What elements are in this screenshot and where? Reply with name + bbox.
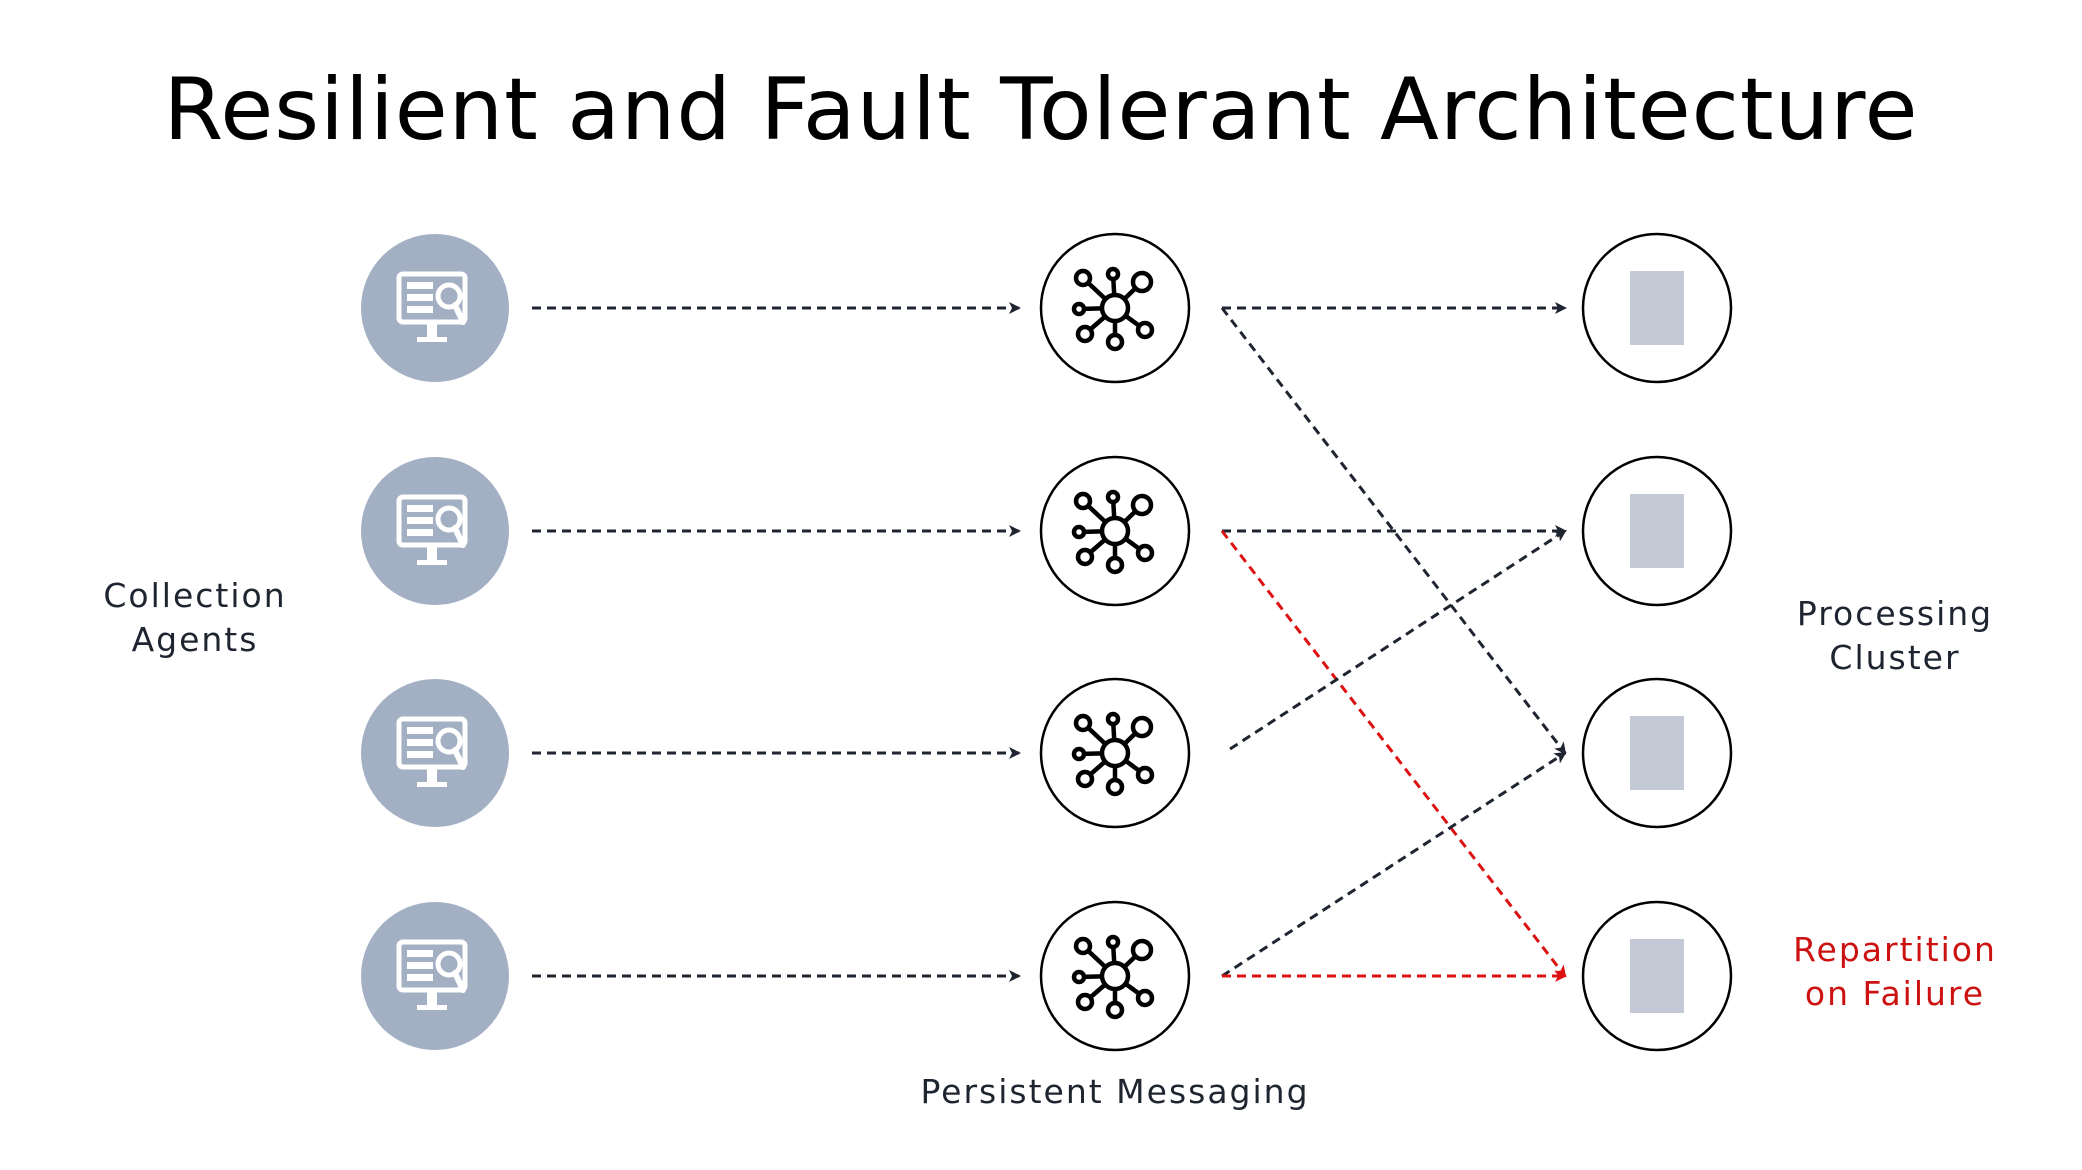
collection-agent-node (361, 457, 509, 605)
repartition-label-line1: Repartition (1793, 930, 1997, 969)
document-block-icon (1630, 939, 1684, 1013)
collection-agent-node (361, 902, 509, 1050)
processing-cluster-label-line2: Cluster (1829, 638, 1961, 677)
flow-arrow (1220, 307, 1567, 755)
processing-cluster-label: Processing Cluster (1775, 592, 2015, 680)
processing-node (1581, 455, 1733, 607)
processing-node (1581, 677, 1733, 829)
agent-circle (361, 902, 509, 1050)
document-block-icon (1630, 716, 1684, 790)
agent-circle (361, 457, 509, 605)
monitor-search-icon (396, 716, 468, 787)
agent-circle (361, 679, 509, 827)
processing-node (1581, 232, 1733, 384)
repartition-label-line2: on Failure (1804, 974, 1986, 1013)
agent-circle (361, 234, 509, 382)
collection-agents-label-line1: Collection (103, 576, 287, 615)
document-block-icon (1630, 271, 1684, 345)
monitor-search-icon (396, 271, 468, 342)
network-hub-icon (1071, 489, 1155, 575)
persistent-messaging-label: Persistent Messaging (920, 1072, 1310, 1111)
collection-agent-node (361, 679, 509, 827)
flow-arrow (1221, 751, 1567, 978)
collection-agent-node (361, 234, 509, 382)
messaging-broker-node (1039, 232, 1191, 384)
messaging-broker-node (1039, 900, 1191, 1052)
flow-arrow (1229, 529, 1567, 751)
collection-agents-label: Collection Agents (80, 574, 310, 662)
failover-arrow (1220, 530, 1567, 978)
network-hub-icon (1071, 711, 1155, 797)
collection-agents-label-line2: Agents (131, 620, 259, 659)
network-hub-icon (1071, 934, 1155, 1020)
messaging-broker-node (1039, 455, 1191, 607)
document-block-icon (1630, 494, 1684, 568)
monitor-search-icon (396, 939, 468, 1010)
processing-cluster-label-line1: Processing (1796, 594, 1994, 633)
messaging-broker-node (1039, 677, 1191, 829)
processing-node (1581, 900, 1733, 1052)
network-hub-icon (1071, 266, 1155, 352)
monitor-search-icon (396, 494, 468, 565)
page-title: Resilient and Fault Tolerant Architectur… (163, 60, 1919, 160)
repartition-on-failure-label: Repartition on Failure (1775, 928, 2015, 1016)
